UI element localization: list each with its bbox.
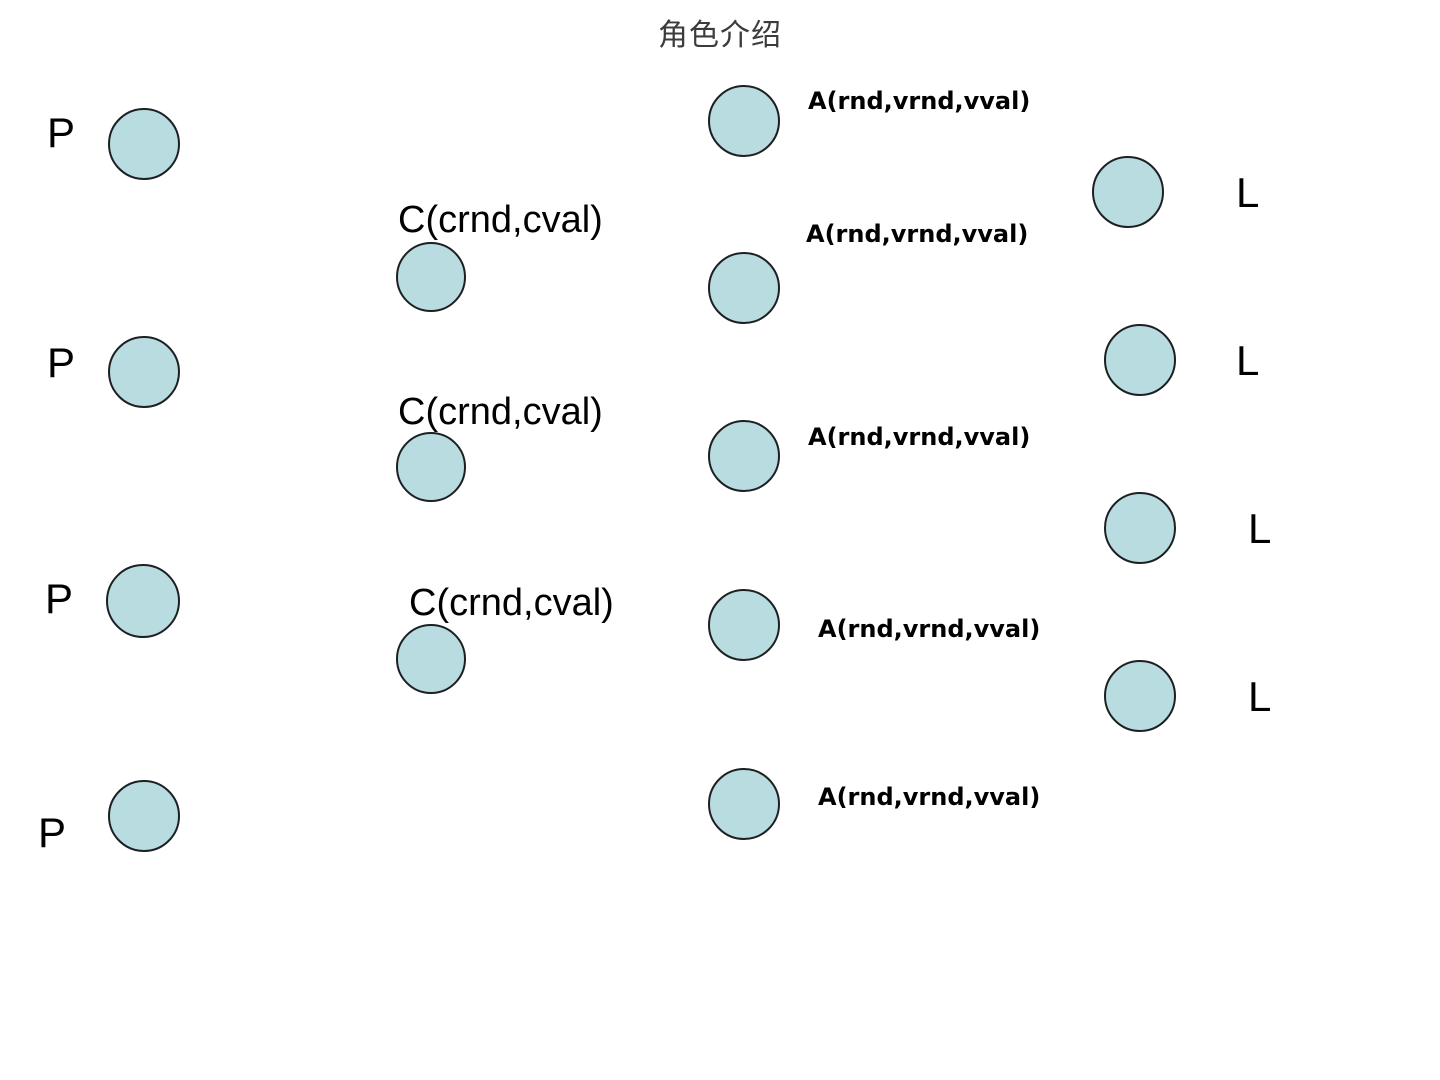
proposer-label: P: [45, 575, 74, 622]
coordinator-node[interactable]: [396, 432, 466, 502]
learner-node[interactable]: [1104, 324, 1176, 396]
acceptor-node[interactable]: [708, 252, 780, 324]
page-title: 角色介绍: [658, 18, 782, 53]
learner-node[interactable]: [1092, 156, 1164, 228]
acceptor-label: A(rnd,vrnd,vval): [808, 423, 1031, 451]
coordinator-label: C(crnd,cval): [409, 582, 614, 624]
learner-label: L: [1236, 337, 1260, 384]
acceptor-label: A(rnd,vrnd,vval): [808, 87, 1031, 115]
proposer-node[interactable]: [106, 564, 180, 638]
proposer-node[interactable]: [108, 336, 180, 408]
learner-node[interactable]: [1104, 492, 1176, 564]
acceptor-label: A(rnd,vrnd,vval): [818, 615, 1041, 643]
acceptor-label: A(rnd,vrnd,vval): [818, 783, 1041, 811]
acceptor-node[interactable]: [708, 85, 780, 157]
coordinator-label: C(crnd,cval): [398, 391, 603, 433]
proposer-label: P: [38, 809, 67, 856]
acceptor-node[interactable]: [708, 768, 780, 840]
learner-node[interactable]: [1104, 660, 1176, 732]
proposer-label: P: [47, 339, 76, 386]
proposer-label: P: [47, 109, 76, 156]
proposer-node[interactable]: [108, 780, 180, 852]
coordinator-label: C(crnd,cval): [398, 199, 603, 241]
learner-label: L: [1236, 169, 1260, 216]
acceptor-node[interactable]: [708, 589, 780, 661]
learner-label: L: [1248, 505, 1272, 552]
acceptor-label: A(rnd,vrnd,vval): [806, 220, 1029, 248]
proposer-node[interactable]: [108, 108, 180, 180]
coordinator-node[interactable]: [396, 242, 466, 312]
coordinator-node[interactable]: [396, 624, 466, 694]
acceptor-node[interactable]: [708, 420, 780, 492]
learner-label: L: [1248, 673, 1272, 720]
